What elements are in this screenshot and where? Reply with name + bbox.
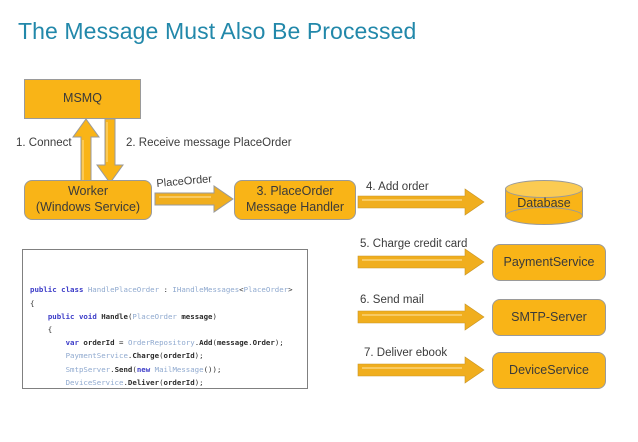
code-token: orderId bbox=[163, 351, 195, 361]
node-payment-service-label: PaymentService bbox=[503, 254, 595, 269]
code-token: ( bbox=[159, 351, 164, 361]
node-database-label: Database bbox=[517, 195, 571, 210]
code-token: ); bbox=[194, 377, 204, 387]
node-worker-label-line1: Worker bbox=[67, 184, 109, 199]
code-line: SmtpServer.Send(new MailMessage()); bbox=[30, 363, 307, 376]
code-token: new bbox=[136, 364, 151, 374]
code-token: : bbox=[159, 285, 173, 295]
edge-label-add-order: 4. Add order bbox=[366, 181, 429, 193]
code-token: Charge bbox=[132, 351, 160, 361]
code-token: SmtpServer bbox=[65, 364, 111, 374]
code-line: { bbox=[30, 323, 307, 336]
code-token: void bbox=[78, 311, 97, 321]
code-token: ( bbox=[159, 377, 164, 387]
code-token: HandlePlaceOrder bbox=[87, 285, 160, 295]
node-payment-service[interactable]: PaymentService bbox=[492, 244, 606, 281]
code-token: . bbox=[194, 338, 200, 348]
code-token: DeviceService bbox=[65, 377, 124, 387]
node-handler-label-line2: Message Handler bbox=[246, 200, 344, 214]
code-line: { bbox=[30, 297, 307, 310]
code-token: class bbox=[61, 285, 84, 295]
code-token: { bbox=[30, 325, 53, 335]
code-token: Deliver bbox=[127, 377, 160, 387]
code-token: ( bbox=[132, 364, 137, 374]
code-token: Handle bbox=[101, 311, 128, 321]
database-cylinder-top bbox=[505, 180, 583, 198]
code-line: PaymentService.Charge(orderId); bbox=[30, 349, 307, 362]
code-token: = bbox=[114, 338, 128, 348]
node-handler-label-line1: 3. PlaceOrder bbox=[256, 184, 334, 199]
page-title: The Message Must Also Be Processed bbox=[18, 18, 417, 44]
code-token: PlaceOrder bbox=[132, 311, 177, 321]
edge-label-place-order: PlaceOrder bbox=[155, 173, 213, 190]
code-token: MailMessage bbox=[154, 364, 204, 374]
edge-label-deliver-ebook: 7. Deliver ebook bbox=[364, 347, 448, 359]
code-line: public class HandlePlaceOrder : IHandleM… bbox=[30, 283, 307, 296]
node-msmq[interactable]: MSMQ bbox=[24, 79, 141, 119]
code-token: orderId bbox=[163, 377, 195, 387]
code-token: ( bbox=[127, 311, 133, 321]
node-worker-label-line2: (Windows Service) bbox=[35, 200, 141, 214]
code-token bbox=[30, 351, 66, 360]
code-block[interactable]: public class HandlePlaceOrder : IHandleM… bbox=[22, 249, 308, 389]
edge-label-connect: 1. Connect bbox=[16, 137, 72, 149]
code-token: { bbox=[30, 298, 35, 308]
code-token: message bbox=[216, 338, 249, 348]
node-smtp-server-label: SMTP-Server bbox=[511, 309, 587, 324]
code-token: PlaceOrder bbox=[243, 285, 289, 295]
code-token: IHandleMessages bbox=[172, 285, 240, 295]
code-token: . bbox=[110, 364, 115, 374]
code-token: OrderRepository bbox=[127, 338, 195, 348]
code-token: . bbox=[248, 338, 253, 348]
code-token: Add bbox=[199, 338, 213, 348]
arrow-charge-credit-card bbox=[357, 248, 485, 276]
code-token: ); bbox=[194, 351, 204, 361]
code-token bbox=[30, 365, 66, 374]
code-token: message bbox=[181, 311, 213, 321]
node-worker[interactable]: Worker (Windows Service) bbox=[24, 180, 152, 220]
code-token: . bbox=[123, 377, 128, 387]
code-token: PaymentService bbox=[65, 351, 128, 361]
code-line: public void Handle(PlaceOrder message) bbox=[30, 310, 307, 323]
code-token: ) bbox=[212, 311, 217, 321]
code-token: < bbox=[239, 285, 244, 295]
code-token bbox=[30, 312, 48, 321]
code-line: DeviceService.Deliver(orderId); bbox=[30, 376, 307, 388]
code-token: orderId bbox=[83, 338, 115, 348]
code-token: var bbox=[65, 338, 79, 348]
node-smtp-server[interactable]: SMTP-Server bbox=[492, 299, 606, 336]
code-token: Send bbox=[114, 364, 133, 374]
code-token: ( bbox=[212, 338, 217, 348]
arrow-send-mail bbox=[357, 303, 485, 331]
node-placeorder-message-handler[interactable]: 3. PlaceOrder Message Handler bbox=[234, 180, 356, 220]
code-token bbox=[30, 378, 66, 387]
arrow-place-order bbox=[154, 185, 234, 213]
node-msmq-label: MSMQ bbox=[63, 91, 102, 106]
node-database[interactable]: Database bbox=[505, 180, 583, 225]
edge-label-send-mail: 6. Send mail bbox=[360, 294, 424, 306]
code-token: ()); bbox=[203, 364, 222, 374]
arrow-connect-up bbox=[72, 118, 100, 184]
code-lines: public class HandlePlaceOrder : IHandleM… bbox=[30, 283, 307, 388]
code-token: > bbox=[288, 285, 293, 295]
arrow-deliver-ebook bbox=[357, 356, 485, 384]
code-token: public bbox=[47, 311, 75, 321]
edge-label-receive: 2. Receive message PlaceOrder bbox=[126, 137, 292, 149]
code-token: . bbox=[127, 351, 133, 361]
code-token: Order bbox=[252, 338, 275, 348]
code-token: public bbox=[30, 285, 57, 295]
arrow-receive-down bbox=[96, 118, 124, 184]
database-cylinder-bottom bbox=[505, 207, 583, 225]
code-line: var orderId = OrderRepository.Add(messag… bbox=[30, 336, 307, 349]
node-device-service-label: DeviceService bbox=[509, 362, 589, 377]
code-token bbox=[30, 338, 66, 347]
edge-label-charge-credit-card: 5. Charge credit card bbox=[360, 238, 468, 250]
code-token: ); bbox=[274, 338, 284, 348]
node-device-service[interactable]: DeviceService bbox=[492, 352, 606, 389]
